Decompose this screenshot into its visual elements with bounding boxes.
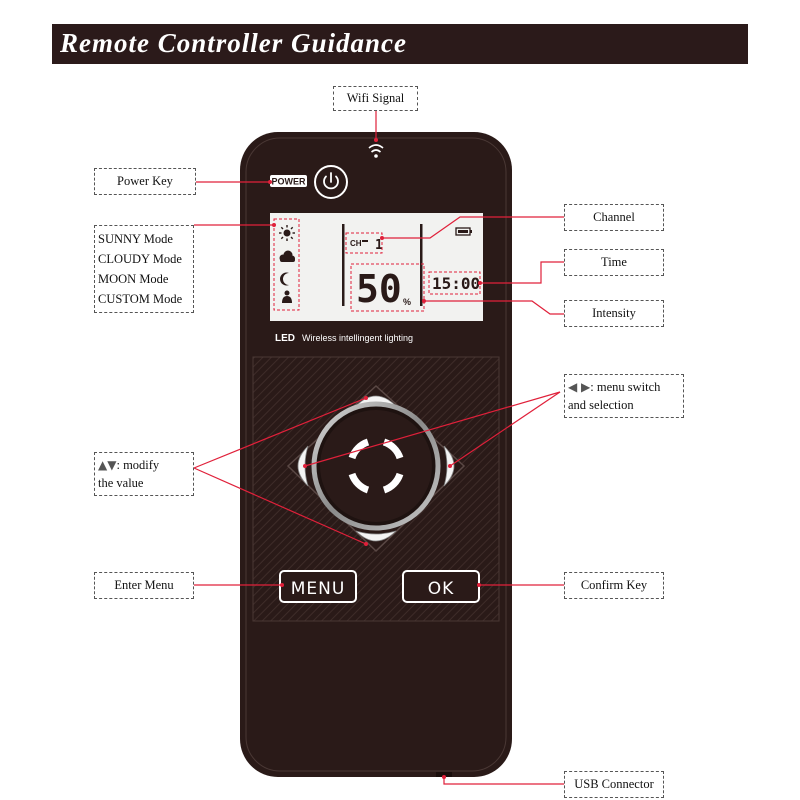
usb-connector-callout: USB Connector	[564, 771, 664, 798]
moon-icon	[280, 272, 289, 286]
intensity-label: Intensity	[592, 306, 636, 320]
intensity-leader	[424, 300, 564, 315]
mode-custom-label: CUSTOM Mode	[98, 292, 183, 306]
intensity-callout: Intensity	[564, 300, 664, 327]
usb-leader	[443, 777, 564, 785]
modify-leader-down	[193, 467, 367, 545]
page-title: Remote Controller Guidance	[60, 28, 408, 58]
power-key-label: Power Key	[117, 174, 173, 188]
mode-sunny-label: SUNNY Mode	[98, 232, 173, 246]
modify-leader-up	[193, 397, 367, 469]
menu-switch-label-2: and selection	[568, 398, 634, 412]
enter-menu-label: Enter Menu	[114, 578, 174, 592]
modify-callout: ▲▼: modify the value	[94, 452, 194, 496]
power-key[interactable]: POWER	[270, 165, 348, 199]
wifi-signal-label: Wifi Signal	[346, 91, 405, 105]
lcd-background	[270, 213, 483, 321]
wifi-signal-icon	[368, 144, 384, 158]
battery-icon	[455, 227, 472, 236]
enter-menu-callout: Enter Menu	[94, 572, 194, 599]
intensity-unit: %	[403, 297, 411, 307]
custom-person-icon	[282, 290, 292, 303]
mode-moon-label: MOON Mode	[98, 272, 169, 286]
usb-connector	[436, 772, 452, 777]
title-banner: Remote Controller Guidance	[52, 24, 748, 64]
menu-switch-leader-left	[304, 391, 561, 467]
wifi-signal-callout: Wifi Signal	[333, 86, 418, 111]
dial-face	[320, 410, 432, 522]
left-right-arrow-icon: ◀ ▶	[568, 380, 591, 394]
confirm-key-label: Confirm Key	[580, 578, 648, 592]
brand-led: LED	[275, 333, 295, 344]
menu-button-label: MENU	[291, 579, 346, 599]
cloud-icon	[279, 250, 295, 262]
channel-value: 1	[375, 238, 383, 253]
confirm-key-callout: Confirm Key	[564, 572, 664, 599]
power-icon	[323, 172, 339, 190]
intensity-value: 50	[356, 267, 402, 311]
menu-button[interactable]: MENU	[279, 570, 357, 603]
power-key-callout: Power Key	[94, 168, 196, 195]
menu-switch-leader-right	[449, 391, 561, 467]
channel-prefix: CH	[350, 239, 362, 248]
time-leader	[480, 261, 564, 284]
sun-icon	[279, 225, 295, 241]
lcd-separator-left	[342, 224, 345, 306]
channel-label: Channel	[593, 210, 635, 224]
intensity-highlight	[350, 263, 425, 312]
leader-endpoints	[268, 138, 482, 779]
time-value: 15:00	[432, 274, 480, 293]
ok-button-label: OK	[428, 579, 455, 599]
modes-callout: SUNNY Mode CLOUDY Mode MOON Mode CUSTOM …	[94, 225, 194, 313]
menu-switch-callout: ◀ ▶: menu switch and selection	[564, 374, 684, 418]
power-label-box	[270, 175, 307, 187]
modes-highlight	[273, 218, 300, 311]
leader-lines	[193, 111, 564, 785]
power-label: POWER	[271, 177, 306, 187]
down-arrow-key[interactable]	[355, 530, 397, 542]
up-down-arrow-icon: ▲▼	[98, 458, 117, 472]
usb-connector-label: USB Connector	[574, 777, 654, 791]
lcd-screen: CH 1 50 % 15:00	[270, 213, 483, 321]
time-label: Time	[601, 255, 627, 269]
ok-button[interactable]: OK	[402, 570, 480, 603]
mode-cloudy-label: CLOUDY Mode	[98, 252, 182, 266]
channel-callout: Channel	[564, 204, 664, 231]
lcd-separator-right	[420, 224, 423, 306]
modify-label-1: : modify	[116, 458, 160, 472]
channel-dash	[362, 240, 368, 242]
time-callout: Time	[564, 249, 664, 276]
channel-leader	[382, 216, 564, 239]
modify-label-2: the value	[98, 476, 144, 490]
channel-highlight	[345, 232, 383, 254]
brand-tagline: Wireless intellingent lighting	[302, 333, 413, 343]
menu-switch-label-1: : menu switch	[590, 380, 661, 394]
